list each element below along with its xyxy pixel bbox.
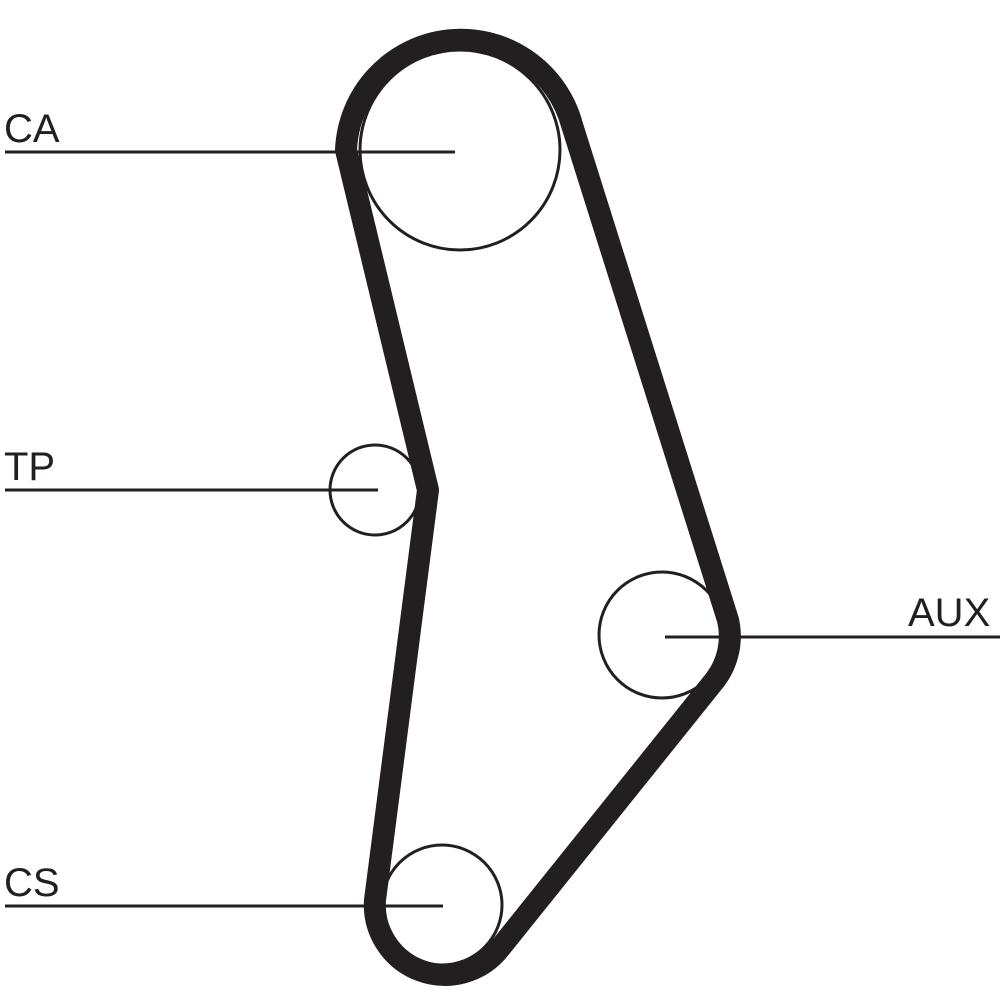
label-cs: CS	[4, 861, 60, 905]
label-tp: TP	[4, 445, 55, 489]
label-ca: CA	[4, 107, 60, 151]
timing-belt	[335, 28, 741, 986]
camshaft-pulley	[358, 48, 562, 252]
label-aux: AUX	[908, 591, 990, 635]
